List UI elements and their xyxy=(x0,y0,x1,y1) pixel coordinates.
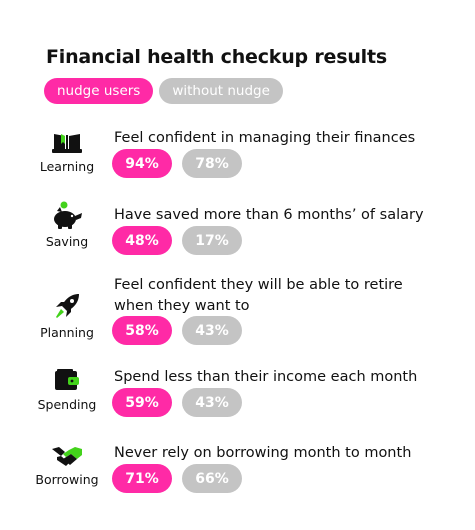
statement: Never rely on borrowing month to month xyxy=(114,445,412,461)
nudge-value-pill: 59% xyxy=(112,388,172,417)
piggy-bank-icon xyxy=(54,201,82,229)
without-value-pill: 66% xyxy=(182,464,242,493)
category-label: Learning xyxy=(39,159,95,174)
statement: Have saved more than 6 months’ of salary xyxy=(114,207,424,223)
book-icon xyxy=(52,134,82,153)
wallet-icon xyxy=(55,369,79,390)
nudge-value-pill: 48% xyxy=(112,226,172,255)
legend-nudge-users: nudge users xyxy=(44,78,154,104)
nudge-value-pill: 58% xyxy=(112,316,172,345)
spending-category: Spending xyxy=(34,368,100,412)
category-label: Spending xyxy=(37,397,97,412)
statement: Feel confident in managing their finance… xyxy=(114,130,416,146)
without-value-pill: 78% xyxy=(182,149,242,178)
handshake-icon xyxy=(52,447,82,466)
rocket-icon xyxy=(56,294,79,318)
without-value-pill: 43% xyxy=(182,388,242,417)
legend-without-nudge: without nudge xyxy=(159,78,283,104)
planning-category: Planning xyxy=(34,292,100,340)
statement: Spend less than their income each month xyxy=(114,369,418,385)
statement: Feel confident they will be able to reti… xyxy=(114,277,403,314)
category-label: Borrowing xyxy=(35,472,99,487)
saving-category: Saving xyxy=(34,201,100,249)
borrowing-category: Borrowing xyxy=(34,445,100,487)
chart-title: Financial health checkup results xyxy=(46,46,387,68)
without-value-pill: 43% xyxy=(182,316,242,345)
without-value-pill: 17% xyxy=(182,226,242,255)
legend: nudge users without nudge xyxy=(44,78,283,104)
nudge-value-pill: 71% xyxy=(112,464,172,493)
category-label: Planning xyxy=(40,325,94,340)
nudge-value-pill: 94% xyxy=(112,149,172,178)
learning-category: Learning xyxy=(34,132,100,174)
category-label: Saving xyxy=(45,234,89,249)
